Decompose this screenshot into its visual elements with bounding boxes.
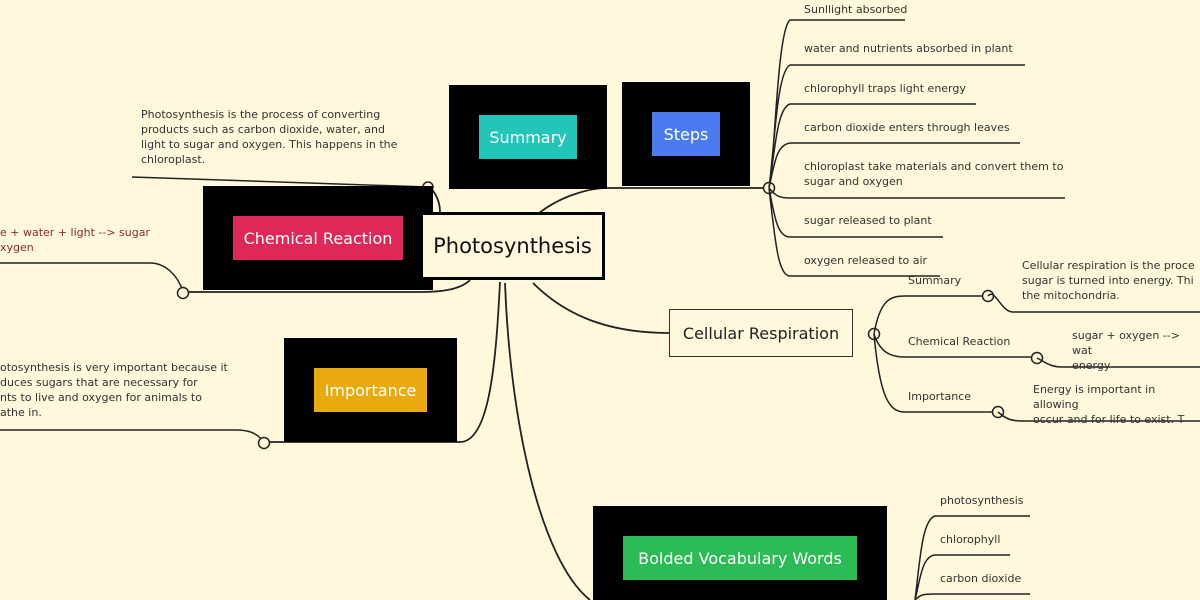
cr-summary-text: Cellular respiration is the proce sugar …: [1022, 259, 1195, 302]
summary-text-underline: [131, 176, 429, 188]
summary-text: Photosynthesis is the process of convert…: [141, 108, 398, 166]
step-item-7[interactable]: oxygen released to air: [804, 254, 928, 267]
step-item-2[interactable]: water and nutrients absorbed in plant: [804, 42, 1013, 55]
chemical-reaction-text: e + water + light --> sugar xygen: [0, 226, 151, 254]
vocab-item-1[interactable]: photosynthesis: [940, 494, 1024, 507]
steps-topic-label[interactable]: Steps: [652, 112, 720, 156]
cellular-respiration-topic[interactable]: Cellular Respiration: [669, 309, 853, 357]
cr-importance-line: [873, 333, 997, 413]
step-item-1[interactable]: Sunllight absorbed: [804, 3, 908, 16]
vocab-fan: [914, 515, 1030, 600]
vocab-item-3[interactable]: carbon dioxide: [940, 572, 1022, 585]
vocabulary-topic-label[interactable]: Bolded Vocabulary Words: [623, 536, 857, 580]
connector-cellular-respiration: [532, 282, 670, 334]
step-item-3[interactable]: chlorophyll traps light energy: [804, 82, 966, 95]
cr-importance-label[interactable]: Importance: [908, 390, 972, 403]
chemical-reaction-node-dot: [176, 286, 190, 300]
summary-topic-label[interactable]: Summary: [479, 115, 577, 159]
cr-chem-line: [873, 333, 1036, 358]
connector-chemical-reaction: [183, 279, 471, 293]
connector-steps: [537, 187, 768, 215]
cr-summary-line: [873, 295, 987, 335]
steps-fan: [768, 19, 1065, 277]
chemical-reaction-topic-label[interactable]: Chemical Reaction: [233, 216, 403, 260]
connector-importance: [264, 281, 501, 443]
central-topic[interactable]: Photosynthesis: [420, 212, 605, 280]
connector-vocabulary: [504, 282, 591, 600]
importance-node-dot: [257, 436, 271, 450]
step-item-6[interactable]: sugar released to plant: [804, 214, 932, 227]
step-item-4[interactable]: carbon dioxide enters through leaves: [804, 121, 1010, 134]
chem-underline: [0, 262, 184, 293]
importance-text: otosynthesis is very important because i…: [0, 361, 228, 419]
cr-chem-text-line: [1036, 357, 1200, 368]
cr-summary-text-line: [987, 293, 1200, 313]
step-item-5[interactable]: chloroplast take materials and convert t…: [804, 160, 1064, 188]
cr-summary-label[interactable]: Summary: [908, 274, 962, 287]
cr-importance-text-line: [997, 411, 1200, 422]
cr-chem-text: sugar + oxygen --> wat energy: [1072, 329, 1180, 372]
importance-underline: [0, 429, 265, 443]
cr-chem-label[interactable]: Chemical Reaction: [908, 335, 1011, 348]
importance-topic-label[interactable]: Importance: [314, 368, 427, 412]
cr-importance-text: Energy is important in allowing occur an…: [1033, 383, 1185, 426]
vocab-item-2[interactable]: chlorophyll: [940, 533, 1001, 546]
